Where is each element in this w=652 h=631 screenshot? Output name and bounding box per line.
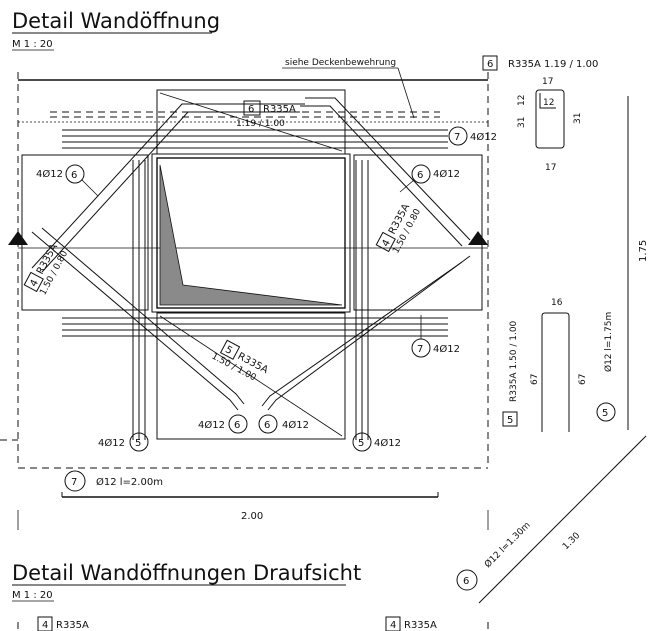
center-mark-box: [243, 100, 261, 116]
bar7-legend: 7 Ø12 l=2.00m: [61, 470, 439, 498]
diag-bar6: 6 Ø12 l=1.30m 1.30: [456, 435, 647, 604]
svg-text:R335A 1.19 / 1.00: R335A 1.19 / 1.00: [508, 59, 598, 70]
callout-right-upper: 6 4Ø12: [399, 164, 460, 193]
svg-text:7: 7: [71, 477, 77, 488]
svg-text:4: 4: [42, 620, 48, 631]
svg-text:16: 16: [551, 298, 563, 308]
svg-text:Ø12 l=2.00m: Ø12 l=2.00m: [96, 476, 163, 488]
svg-text:4Ø12: 4Ø12: [198, 419, 225, 431]
svg-text:Ø12 l=1.30m: Ø12 l=1.30m: [482, 520, 532, 570]
bars-vertical: [132, 160, 369, 440]
svg-text:4: 4: [390, 620, 396, 631]
svg-text:6: 6: [487, 59, 493, 70]
dim-width: 2.00: [17, 510, 489, 530]
svg-text:4Ø12: 4Ø12: [282, 419, 309, 431]
callout-right-lower: 7 4Ø12: [411, 315, 460, 358]
svg-text:1.75: 1.75: [638, 240, 649, 262]
svg-text:R335A: R335A: [56, 620, 89, 631]
svg-text:R335A: R335A: [404, 620, 437, 631]
svg-text:R335A 1.50 / 1.00: R335A 1.50 / 1.00: [509, 320, 519, 402]
center-type: R335A: [263, 104, 296, 115]
scale-plan: M 1 : 20: [12, 590, 53, 601]
svg-text:4Ø12: 4Ø12: [433, 343, 460, 355]
callout-top-right: 7 4Ø12: [448, 126, 497, 146]
center-size: 1.19 / 1.00: [236, 119, 285, 129]
title-main-block: Detail Wandöffnung M 1 : 20: [12, 9, 220, 51]
svg-text:17: 17: [542, 77, 553, 87]
callout-bottom-left: 4Ø12 5: [98, 432, 149, 452]
right-mark: 4: [380, 238, 393, 249]
svg-text:4Ø12: 4Ø12: [374, 437, 401, 449]
svg-text:5: 5: [135, 438, 141, 449]
plan-left-label: 4 R335A: [37, 616, 89, 631]
svg-text:31: 31: [573, 113, 583, 124]
slab-note-text: siehe Deckenbewehrung: [285, 58, 396, 68]
title-main: Detail Wandöffnung: [12, 9, 220, 33]
bottom-mark: 5: [223, 344, 234, 357]
callout-bottom-center-left: 4Ø12 6: [198, 414, 248, 434]
section-marker-right: [468, 231, 488, 245]
svg-text:4Ø12: 4Ø12: [98, 437, 125, 449]
callout-bottom-center-right: 6 4Ø12: [258, 414, 309, 434]
title-plan: Detail Wandöffnungen Draufsicht: [12, 561, 361, 585]
left-mark: 4: [28, 278, 41, 289]
center-mesh-label: 6 R335A 1.19 / 1.00: [236, 100, 296, 129]
bar6-schedule: 6 R335A 1.19 / 1.00 17 12 12 31 31 17: [482, 55, 598, 173]
svg-text:6: 6: [71, 170, 77, 181]
svg-text:7: 7: [454, 132, 460, 143]
svg-text:67: 67: [578, 374, 588, 385]
svg-text:12: 12: [543, 98, 554, 108]
svg-text:17: 17: [545, 163, 556, 173]
svg-text:6: 6: [417, 170, 423, 181]
svg-text:1.30: 1.30: [561, 531, 582, 552]
plan-right-label: 4 R335A: [385, 616, 437, 631]
left-mesh: [21, 154, 149, 311]
bars-top-horizontal: [62, 129, 448, 149]
svg-text:5: 5: [507, 415, 513, 426]
callout-bottom-right: 5 4Ø12: [352, 432, 401, 452]
svg-text:6: 6: [234, 420, 240, 431]
opening: [151, 153, 351, 313]
bars-diagonal: [31, 97, 471, 411]
svg-text:67: 67: [530, 374, 540, 385]
svg-text:4Ø12: 4Ø12: [36, 168, 63, 180]
bar5-schedule: 16 67 67 R335A 1.50 / 1.00 5 Ø12 l=1.75m…: [502, 298, 616, 432]
svg-text:2.00: 2.00: [241, 511, 263, 522]
wall-outline: [0, 72, 489, 469]
bars-bottom-horizontal: [62, 317, 448, 337]
right-mesh: [353, 154, 483, 311]
svg-text:4Ø12: 4Ø12: [470, 131, 497, 143]
center-mark: 6: [248, 104, 254, 115]
svg-text:Ø12 l=1.75m: Ø12 l=1.75m: [603, 312, 614, 372]
svg-text:7: 7: [417, 344, 423, 355]
svg-text:6: 6: [463, 576, 469, 587]
svg-text:5: 5: [602, 408, 608, 419]
title-plan-block: Detail Wandöffnungen Draufsicht M 1 : 20: [12, 561, 361, 602]
section-marker-left: [8, 231, 28, 245]
svg-text:4Ø12: 4Ø12: [433, 168, 460, 180]
opening-shading: [159, 164, 343, 306]
slab-note: siehe Deckenbewehrung: [282, 58, 415, 119]
dim-height: 1.75: [627, 96, 649, 430]
svg-text:31: 31: [517, 117, 527, 128]
right-mesh-label: 4 R335A 1.50 / 0.80: [375, 202, 423, 255]
svg-text:6: 6: [264, 420, 270, 431]
left-mesh-label: 4 R335A 1.50 / 0.80: [23, 242, 70, 297]
svg-text:5: 5: [358, 438, 364, 449]
callout-left-upper: 4Ø12 6: [36, 164, 99, 197]
scale-main: M 1 : 20: [12, 39, 53, 50]
svg-text:12: 12: [517, 95, 527, 106]
